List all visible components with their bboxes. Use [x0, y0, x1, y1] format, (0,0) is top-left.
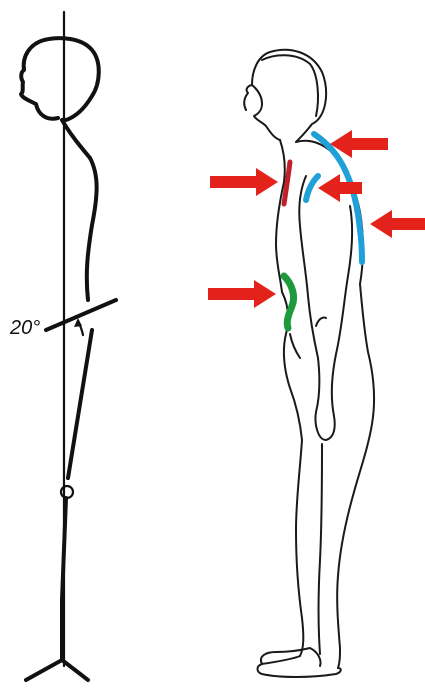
back-neck-outline	[296, 141, 363, 284]
arrows	[208, 130, 425, 308]
back-leg-outline	[337, 492, 354, 668]
hair-line	[262, 55, 318, 116]
knee-joint	[61, 486, 73, 498]
arrow-abdomen	[208, 280, 276, 308]
front-leg-outline	[296, 440, 303, 656]
stick-figure-back	[87, 158, 97, 300]
forearm-inner	[316, 317, 326, 326]
hip-inner	[290, 334, 300, 358]
highlights	[284, 134, 362, 328]
head-outline	[244, 50, 326, 142]
stick-figure-head	[21, 38, 99, 120]
shoulder-outline	[299, 176, 352, 440]
feet-outline	[258, 648, 341, 677]
stick-figure: 20°	[9, 12, 116, 680]
stick-figure-shin	[62, 498, 66, 660]
arrow-mid-back	[370, 210, 425, 238]
stick-figure-feet	[26, 660, 88, 680]
face-profile	[252, 85, 280, 140]
stick-figure-thigh	[68, 330, 92, 478]
shoulder-highlight	[306, 176, 318, 200]
angle-label: 20°	[9, 317, 40, 339]
front-neck-outline	[276, 140, 285, 292]
arrow-neck-front	[210, 168, 278, 196]
stick-figure-neck-back	[62, 120, 90, 158]
inner-leg-line	[319, 444, 323, 654]
buttock-outline	[354, 284, 374, 492]
